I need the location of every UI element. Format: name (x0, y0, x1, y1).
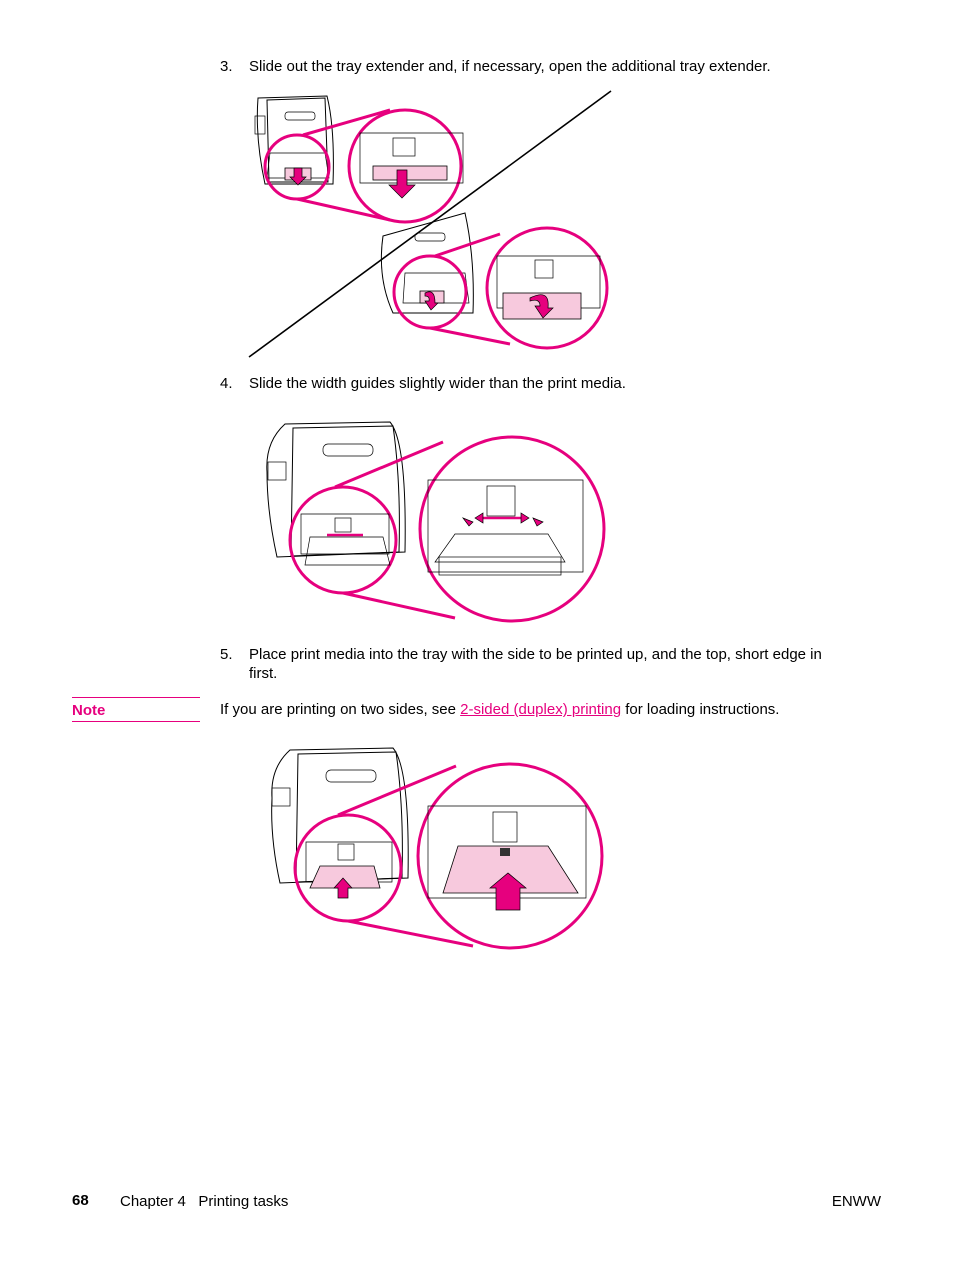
figure-tray-extender (248, 90, 612, 358)
printer-illustration (266, 421, 406, 558)
printer-illustration (271, 747, 409, 884)
chapter-title: Chapter 4 Printing tasks (120, 1193, 289, 1210)
figure-width-guides (266, 421, 606, 623)
duplex-printing-link[interactable]: 2-sided (duplex) printing (460, 701, 622, 718)
tray-closeup (305, 841, 393, 899)
tray-closeup (300, 513, 391, 566)
step-number: 5. (220, 646, 233, 663)
step-text: Slide the width guides slightly wider th… (249, 375, 626, 392)
step-text: Slide out the tray extender and, if nece… (249, 58, 771, 75)
tray-closeup (496, 255, 601, 320)
figure-load-media (271, 747, 604, 950)
step-4: 4. Slide the width guides slightly wider… (220, 374, 900, 394)
step-text-line1: Place print media into the tray with the… (249, 646, 822, 663)
footer-right: ENWW (831, 1193, 881, 1210)
tray-closeup (427, 805, 587, 911)
note-text: If you are printing on two sides, see 2-… (220, 701, 900, 718)
note-rule-bottom (72, 721, 200, 722)
note-rule-top (72, 697, 200, 698)
note-text-before: If you are printing on two sides, see (220, 701, 461, 718)
step-text-line2: first. (249, 665, 278, 682)
step-3: 3. Slide out the tray extender and, if n… (220, 57, 900, 77)
note-text-after: for loading instructions. (621, 701, 780, 718)
tray-closeup (427, 479, 584, 576)
step-5: 5. Place print media into the tray with … (220, 645, 900, 685)
note-label: Note (72, 702, 106, 719)
printer-illustration (380, 212, 474, 314)
step-number: 4. (220, 375, 233, 392)
page-number: 68 (72, 1192, 89, 1209)
tray-closeup (359, 132, 464, 199)
step-number: 3. (220, 58, 233, 75)
printer-illustration (254, 95, 334, 186)
figure-divider-line (248, 90, 612, 358)
